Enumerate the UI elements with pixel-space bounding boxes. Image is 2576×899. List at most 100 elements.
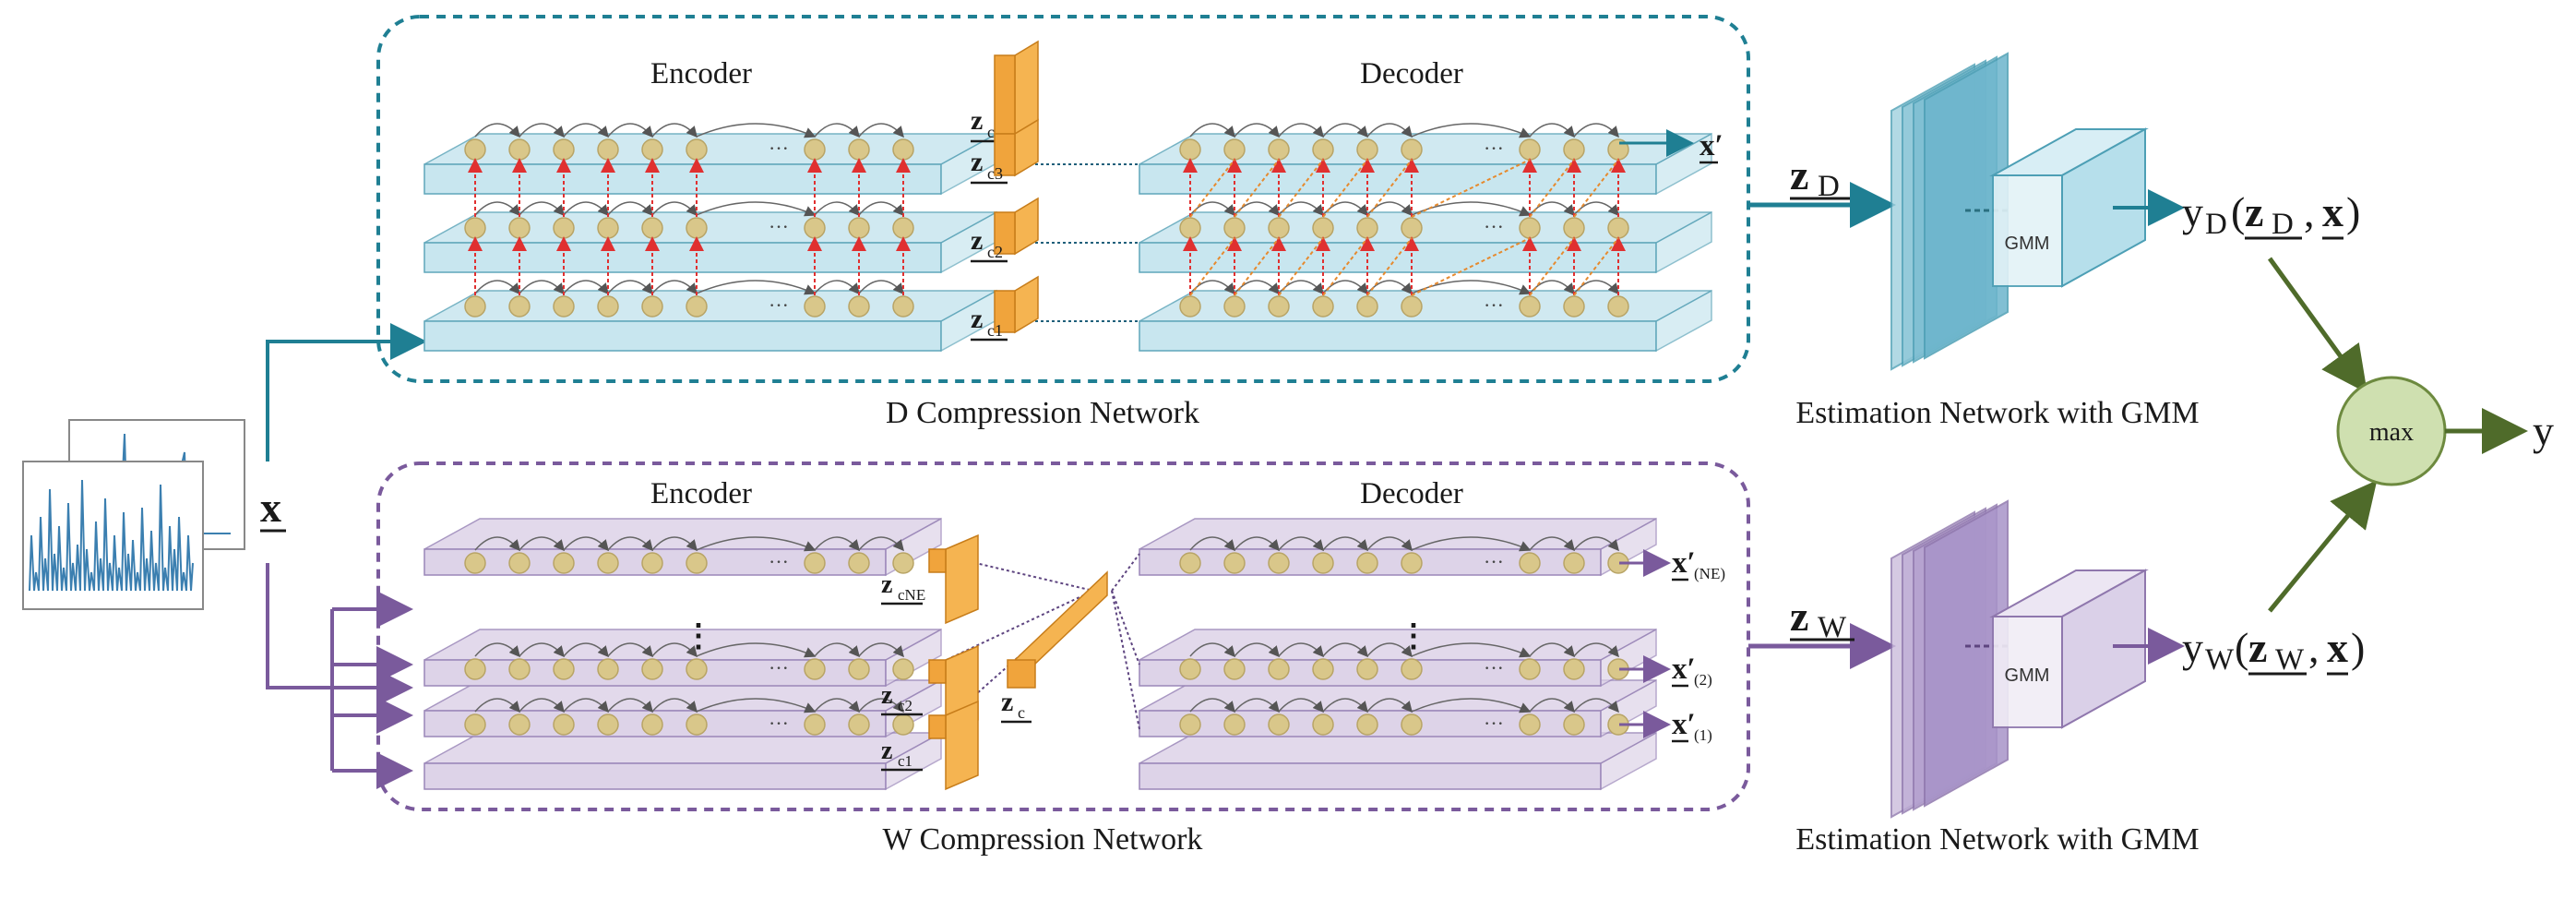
recurrent-arc — [519, 123, 565, 138]
ellipsis: ··· — [769, 215, 789, 238]
recurrent-arc — [814, 698, 860, 713]
recurrent-arc — [1234, 536, 1280, 552]
w-latent-connector — [1111, 590, 1140, 665]
svg-text:y: y — [2182, 624, 2203, 671]
recurrent-arc — [519, 201, 565, 217]
recurrent-arc — [858, 123, 904, 138]
w-center-latent-sub: c — [1018, 703, 1025, 722]
d-decoder-node — [1268, 138, 1290, 161]
w-encoder-node — [892, 713, 914, 736]
decoder-diag — [1529, 237, 1575, 296]
zd-label: z — [1790, 151, 1808, 198]
d-decoder-node — [1563, 138, 1585, 161]
recurrent-arc — [1278, 123, 1324, 138]
d-latent-front — [994, 54, 1016, 135]
d-encoder-node — [641, 217, 663, 239]
recurrent-arc — [607, 642, 653, 658]
d-encoder-node — [892, 217, 914, 239]
d-encoder-label: Encoder — [650, 57, 752, 90]
w-latent-side — [945, 533, 979, 625]
d-encoder-node — [686, 295, 708, 318]
d-decoder-node — [1312, 217, 1334, 239]
w-decoder-node — [1179, 658, 1201, 680]
recurrent-arc — [1529, 123, 1575, 138]
w-decoder-layer — [1139, 731, 1657, 791]
svg-text:,: , — [2304, 188, 2315, 235]
w-encoder-node — [508, 552, 531, 574]
recurrent-arc — [858, 536, 904, 552]
w-encoder-node — [597, 552, 619, 574]
ellipsis: ··· — [1484, 137, 1504, 160]
d-network-border — [376, 15, 1750, 383]
w-network-caption: W Compression Network — [883, 822, 1203, 857]
recurrent-arc — [607, 123, 653, 138]
d-encoder-node — [848, 217, 870, 239]
input-x-label: x — [260, 484, 281, 531]
ellipsis: ··· — [1484, 712, 1504, 735]
d-encoder-node — [892, 295, 914, 318]
svg-text:W: W — [2275, 643, 2305, 677]
d-output-label: x′ — [1699, 129, 1723, 162]
recurrent-arc — [1411, 642, 1532, 658]
recurrent-arc — [651, 280, 698, 295]
yw-to-max-arrow — [2268, 480, 2378, 613]
d-encoder-node — [686, 217, 708, 239]
recurrent-arc — [1322, 642, 1368, 658]
input-to-d-arrow — [266, 323, 427, 461]
recurrent-arc — [1189, 698, 1235, 713]
recurrent-arc — [814, 642, 860, 658]
recurrent-arc — [858, 642, 904, 658]
w-encoder-node — [553, 713, 575, 736]
recurrent-arc — [651, 698, 698, 713]
w-latent-sub: cNE — [898, 586, 925, 604]
d-latent-label: z — [971, 105, 983, 136]
recurrent-arc — [814, 201, 860, 217]
d-decoder-label: Decoder — [1360, 57, 1463, 90]
w-estimation-network: GMM — [1890, 499, 2149, 819]
decoder-diag — [1573, 237, 1619, 296]
ellipsis: ··· — [769, 294, 789, 317]
recurrent-arc — [1189, 123, 1235, 138]
w-encoder-node — [553, 658, 575, 680]
svg-text:x: x — [2322, 188, 2343, 235]
recurrent-arc — [696, 536, 817, 552]
d-decoder-node — [1268, 295, 1290, 318]
svg-text:(1): (1) — [1694, 726, 1712, 744]
d-encoder-node — [641, 138, 663, 161]
d-encoder-node — [553, 217, 575, 239]
ellipsis: ··· — [1484, 656, 1504, 679]
w-latent-side — [945, 700, 979, 791]
d-decoder-node — [1223, 295, 1246, 318]
d-encoder-node — [686, 138, 708, 161]
svg-text:): ) — [2351, 624, 2365, 671]
w-decoder-node — [1563, 658, 1585, 680]
svg-text:y: y — [2182, 188, 2203, 235]
svg-text:(: ( — [2231, 188, 2245, 235]
d-decoder-node — [1519, 295, 1541, 318]
recurrent-arc — [1234, 698, 1280, 713]
d-encoder-node — [464, 138, 486, 161]
max-label: max — [2369, 418, 2414, 447]
recurrent-arc — [1529, 698, 1575, 713]
w-decoder-node — [1312, 713, 1334, 736]
recurrent-arc — [563, 698, 609, 713]
w-input-branches — [330, 591, 413, 789]
recurrent-arc — [1189, 642, 1235, 658]
w-encoder-node — [553, 552, 575, 574]
w-encoder-node — [892, 658, 914, 680]
yd-to-max-arrow — [2267, 257, 2367, 394]
w-output-2: x′ — [1672, 653, 1696, 686]
final-output-label: y — [2533, 407, 2554, 454]
w-decoder-node — [1268, 658, 1290, 680]
d-encoder-node — [804, 217, 826, 239]
w-decoder-node — [1312, 552, 1334, 574]
d-decoder-node — [1401, 295, 1423, 318]
d-decoder-node — [1268, 217, 1290, 239]
recurrent-arc — [814, 280, 860, 295]
d-latent-side — [1014, 275, 1039, 334]
d-encoder-node — [597, 138, 619, 161]
w-encoder-node — [508, 713, 531, 736]
w-decoder-node — [1223, 552, 1246, 574]
ellipsis: ··· — [1484, 550, 1504, 573]
